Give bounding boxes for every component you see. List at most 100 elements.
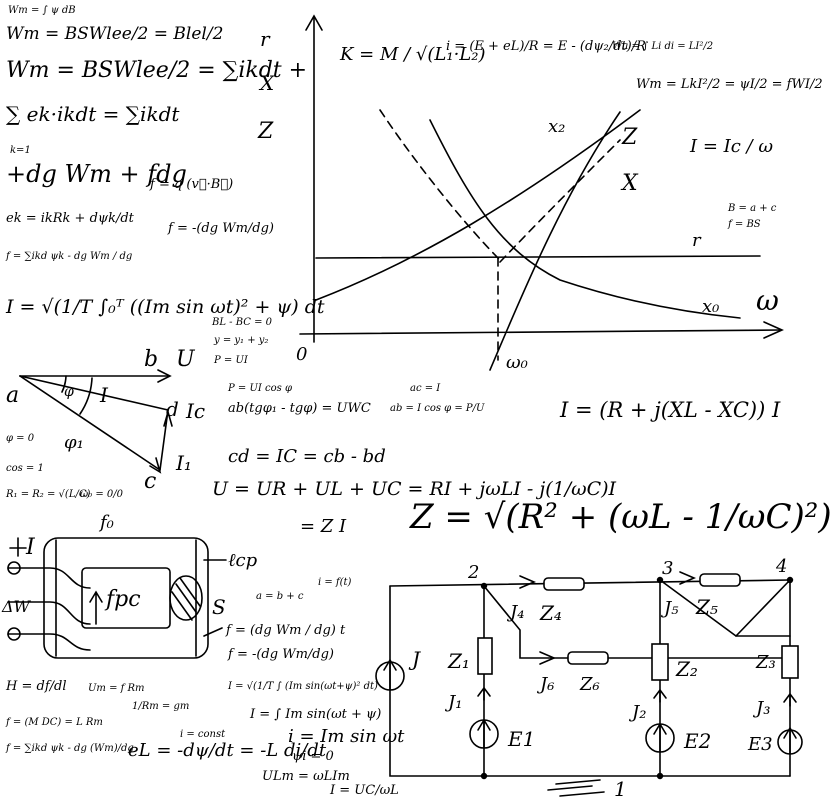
formula-dg-wm: +dg Wm + fdg: [6, 160, 187, 188]
formula-f0: f₀: [100, 512, 114, 533]
phasor-phi-arc: [61, 375, 67, 393]
graph-curve-r: [315, 255, 761, 259]
formula-wm-bswlee: Wm = BSWlee/2 = Blel/2: [6, 24, 224, 44]
formula-i-ft: i = f(t): [318, 577, 352, 588]
phasor-label-b: b: [144, 347, 158, 372]
transformer-label-i: I: [25, 535, 36, 560]
formula-sum-ek: ∑ ek·ikdt = ∑ikdt: [6, 102, 180, 126]
terminal-2: [7, 627, 21, 641]
graph-legend-x: X: [258, 71, 275, 95]
transformer-label-w: ΔW: [1, 597, 32, 616]
graph-curve-x: [315, 109, 641, 301]
node-label-1: 1: [614, 777, 627, 800]
transformer-current-arrow: [9, 537, 27, 557]
terminal-1: [7, 561, 21, 575]
graph-dashed-2: [499, 139, 621, 263]
formula-force-q: f = q (v⃗·B⃗): [150, 177, 234, 192]
formula-a-bc: a = b + c: [256, 591, 304, 602]
formula-f-sum: f = ∑ikd ψk - dg Wm / dg: [6, 251, 133, 262]
formula-ulm: ULm = ωLIm: [262, 769, 350, 784]
formula-i-sin: I = ∫ Im sin(ωt + ψ): [250, 707, 382, 722]
phasor-ic-vector: [159, 409, 169, 471]
phasor-label-a: a: [6, 383, 19, 408]
transformer-winding-1: [7, 567, 91, 589]
formula-gm: 1/Rm = gm: [132, 701, 190, 712]
resistor-z6: [567, 651, 609, 665]
formula-el: eL = -dψ/dt = -L di/dt: [128, 740, 327, 761]
graph-x-arrow: [763, 321, 784, 339]
graph-dashed-1: [379, 109, 501, 261]
phasor-label-i: I: [99, 383, 109, 407]
formula-f-mdc: f = (M DC) = L Rm: [6, 717, 103, 728]
formula-f-bs: f = BS: [728, 219, 761, 230]
graph-legend-z: Z: [257, 119, 274, 144]
phasor-phi1-arc: [79, 377, 93, 415]
formula-ek: ek = ikRk + dψk/dt: [6, 211, 134, 226]
formula-phi-zero: φ = 0: [6, 433, 35, 444]
circuit-label-z5: Z₅: [695, 595, 718, 619]
graph-curve-x2: [489, 111, 621, 371]
node-label-4: 4: [775, 556, 787, 577]
transformer-core-outer: [43, 537, 209, 659]
formula-ab-tg: ab(tgφ₁ - tgφ) = UWC: [228, 401, 371, 416]
formula-z-impedance: Z = √(R² + (ωL - 1/ωC)²): [410, 497, 832, 537]
circuit-label-i6: J₆: [536, 674, 554, 695]
arrow-i5: [679, 571, 697, 585]
formula-k-coupling: K = M / √(L₁·L₂): [340, 44, 486, 65]
phasor-label-ic: Ic: [185, 399, 205, 423]
circuit-label-i3: J₃: [752, 698, 770, 719]
formula-w0: ω₀ = 0/0: [80, 489, 123, 500]
formula-i-rj: I = (R + j(XL - XC)) I: [560, 398, 781, 422]
circuit-label-z1: Z₁: [447, 649, 470, 673]
formula-wm-lk: Wm = LkI²/2 = ψI/2 = fWI/2: [636, 77, 823, 92]
transformer-winding-2: [7, 601, 91, 625]
phasor-label-d: d: [166, 397, 179, 421]
formula-i-e-el: i = (E + eL)/R = E - (dψ₂/dt)/R: [446, 39, 646, 54]
circuit-label-z4: Z₄: [539, 601, 562, 625]
transformer-label-fpc: fpc: [104, 587, 141, 612]
graph-curve-r-label: r: [692, 230, 702, 251]
circuit-label-i4-z4: J₄: [506, 602, 524, 623]
graph-curve-x-label: X: [620, 171, 639, 196]
formula-psi-zero: ψi = 0: [292, 749, 334, 764]
circuit-label-z2: Z₂: [675, 657, 698, 681]
formula-f-dgwm-t: f = (dg Wm / dg) t: [226, 623, 346, 638]
branch-5-diag: [659, 579, 791, 637]
formula-i-const: i = const: [180, 729, 226, 740]
formula-y-sum: y = y₁ + y₂: [214, 335, 269, 346]
graph-origin-label: 0: [296, 344, 307, 365]
circuit-label-i1: J₁: [444, 692, 462, 713]
formula-k1: k=1: [10, 145, 31, 156]
formula-um: Um = f Rm: [88, 683, 145, 694]
graph-x-axis: [299, 329, 781, 335]
circuit-label-z6: Z₆: [579, 674, 600, 695]
formula-cos-one: cos = 1: [6, 463, 44, 474]
phasor-label-phi: φ: [64, 384, 74, 400]
formula-b-ac: B = a + c: [728, 203, 777, 214]
formula-ac: ac = I: [410, 383, 441, 394]
formula-p-cos: P = UI cos φ: [228, 383, 292, 394]
frequency-graph: 0 ω x₂ Z X r x₀ ω₀ r X Z: [257, 14, 784, 373]
formula-r1-r2: R₁ = R₂ = √(L/C): [6, 489, 91, 500]
formula-h: H = df/dl: [6, 679, 67, 694]
branch-6: [483, 585, 791, 659]
transformer-label-s: S: [212, 595, 226, 619]
formula-i-rms2: I = √(1/T ∫ (Im sin(ωt+ψ)² dt): [228, 681, 378, 692]
transformer-winding-3: [7, 633, 91, 651]
resistor-z2: [651, 643, 669, 681]
graph-omega0-label: ω₀: [506, 352, 528, 373]
formula-i-imsin: i = Im sin ωt: [288, 726, 405, 747]
graph-y-arrow: [305, 14, 323, 31]
formula-bl-bc: BL - BC = 0: [212, 317, 273, 328]
graph-legend-r: r: [260, 27, 271, 51]
circuit-label-e2: E2: [683, 729, 711, 753]
phasor-label-phi1: φ₁: [64, 432, 84, 453]
resistor-z5-top: [699, 573, 741, 587]
ground-symbol: [547, 779, 605, 797]
circuit-label-e3: E3: [747, 734, 773, 755]
phasor-i-vector: [19, 375, 169, 411]
formula-u-sum: U = UR + UL + UC = RI + jωLI - j(1/ωC)I: [212, 478, 617, 500]
formula-i-uc: I = UC/ωL: [330, 783, 399, 798]
phasor-i1-vector: [19, 375, 161, 471]
node-label-2: 2: [467, 562, 479, 583]
